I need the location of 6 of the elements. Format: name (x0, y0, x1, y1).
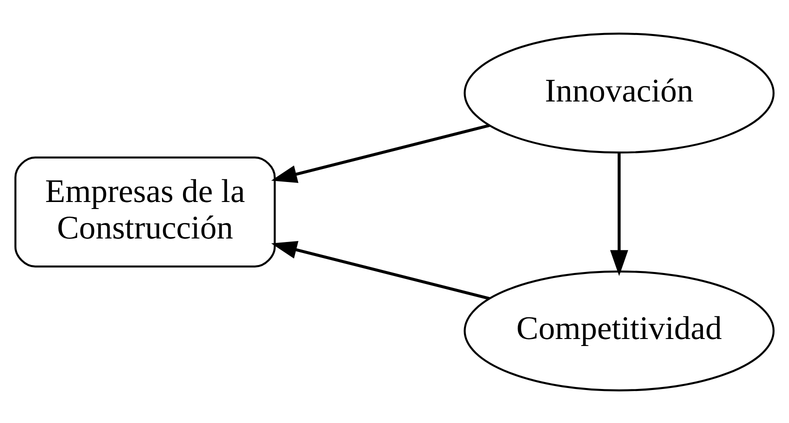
node-ellipse: Competitividad (464, 270, 775, 391)
node-box: Empresas de la Construcción (14, 156, 276, 267)
node-ellipse: Innovación (464, 32, 775, 154)
arrow (610, 152, 628, 276)
arrow (271, 123, 490, 182)
arrow (271, 240, 490, 300)
